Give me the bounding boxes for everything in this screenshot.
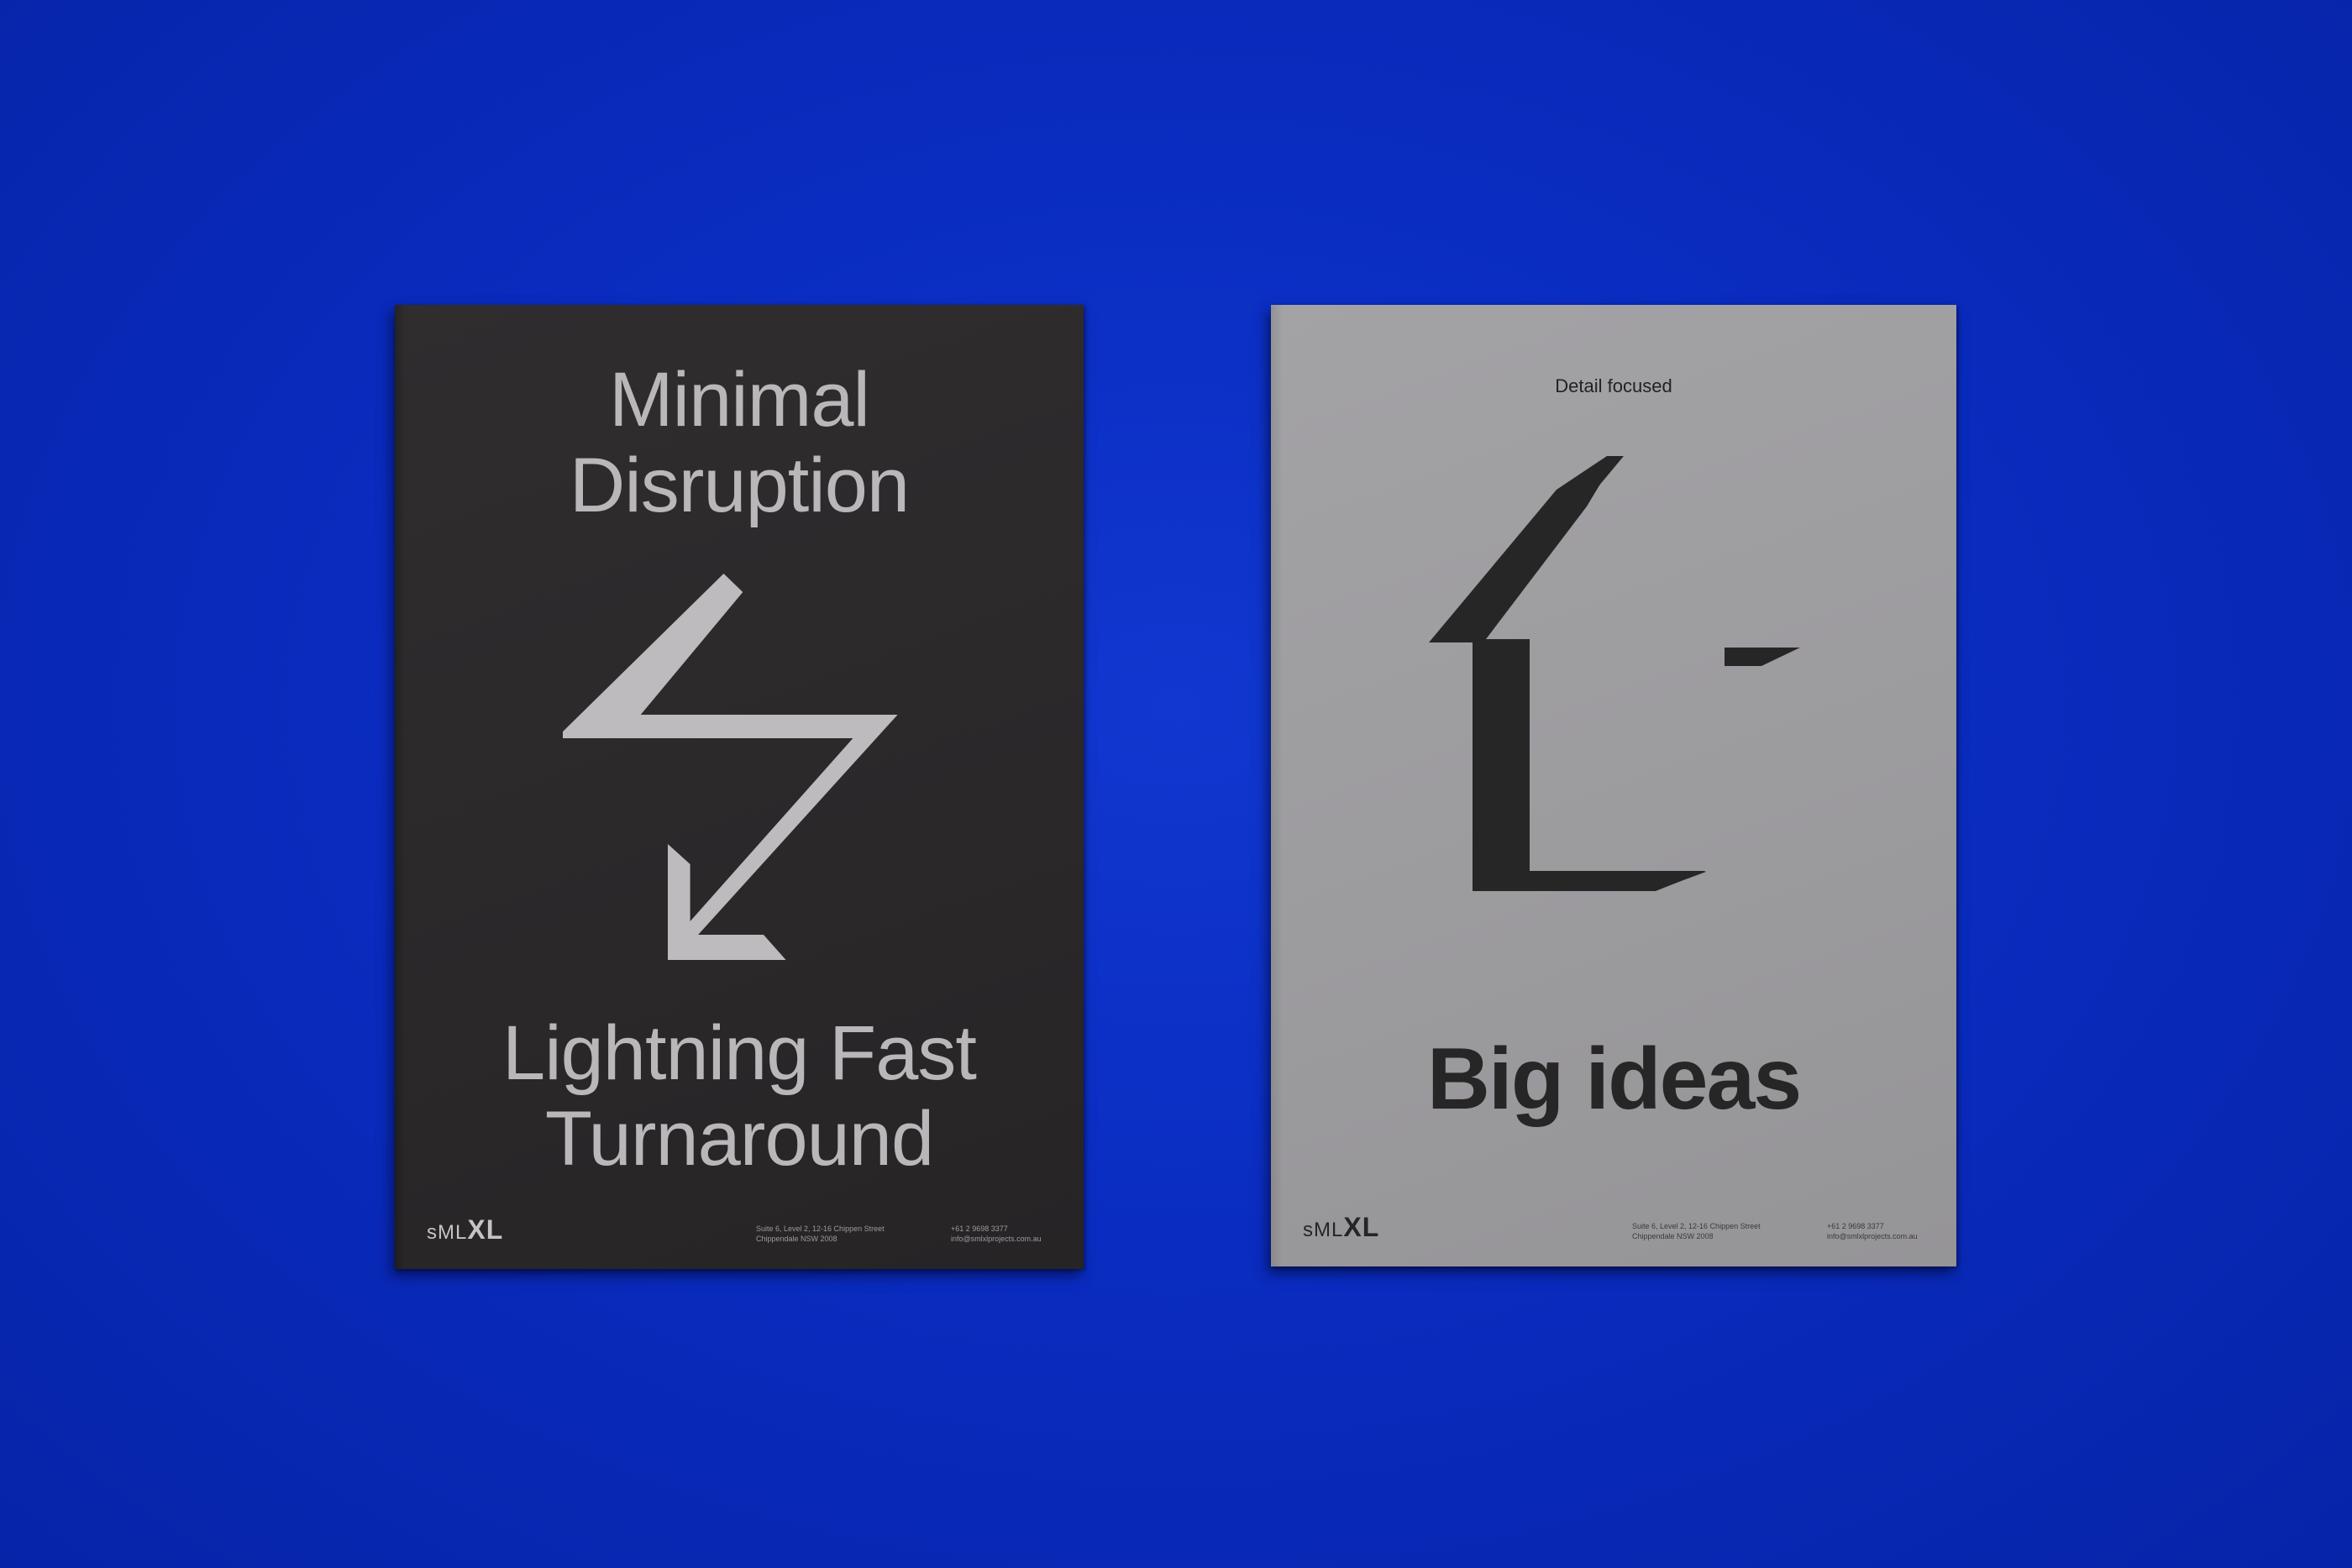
logo-small-letters: sML bbox=[427, 1221, 468, 1244]
logo-small-letters: sML bbox=[1303, 1219, 1344, 1241]
email-address: info@smlxlprojects.com.au bbox=[951, 1235, 1042, 1243]
phone-number: +61 2 9698 3377 bbox=[951, 1225, 1008, 1233]
headline-line: Lightning Fast bbox=[502, 1010, 977, 1096]
light-booklet: Detail focused Big ideas sMLXL Suite 6, … bbox=[1271, 305, 1956, 1266]
smlxl-logo: sMLXL bbox=[1303, 1212, 1379, 1243]
dark-booklet: Minimal Disruption Lightning Fast Turnar… bbox=[395, 305, 1084, 1269]
logo-big-letters: XL bbox=[467, 1214, 504, 1245]
lightning-arrow-icon bbox=[563, 574, 898, 960]
headline-line: Disruption bbox=[569, 443, 910, 528]
dark-booklet-top-headline: Minimal Disruption bbox=[395, 357, 1084, 528]
footer-contact: +61 2 9698 3377 info@smlxlprojects.com.a… bbox=[951, 1224, 1042, 1244]
extruded-letter-l-icon bbox=[1429, 456, 1800, 891]
headline-line: Turnaround bbox=[544, 1096, 934, 1182]
dark-booklet-bottom-headline: Lightning Fast Turnaround bbox=[395, 1010, 1084, 1182]
address-line: Chippendale NSW 2008 bbox=[1632, 1232, 1714, 1240]
address-line: Suite 6, Level 2, 12-16 Chippen Street bbox=[756, 1225, 885, 1233]
light-booklet-headline: Big ideas bbox=[1426, 1030, 1802, 1128]
headline-line: Minimal bbox=[609, 357, 870, 443]
phone-number: +61 2 9698 3377 bbox=[1827, 1222, 1884, 1230]
footer-address: Suite 6, Level 2, 12-16 Chippen Street C… bbox=[1632, 1221, 1761, 1241]
smlxl-logo: sMLXL bbox=[427, 1214, 503, 1245]
light-booklet-label: Detail focused bbox=[1555, 375, 1672, 396]
address-line: Chippendale NSW 2008 bbox=[756, 1235, 837, 1243]
footer-address: Suite 6, Level 2, 12-16 Chippen Street C… bbox=[756, 1224, 885, 1244]
email-address: info@smlxlprojects.com.au bbox=[1827, 1232, 1918, 1240]
address-line: Suite 6, Level 2, 12-16 Chippen Street bbox=[1632, 1222, 1761, 1230]
footer-contact: +61 2 9698 3377 info@smlxlprojects.com.a… bbox=[1827, 1221, 1918, 1241]
logo-big-letters: XL bbox=[1343, 1212, 1380, 1242]
